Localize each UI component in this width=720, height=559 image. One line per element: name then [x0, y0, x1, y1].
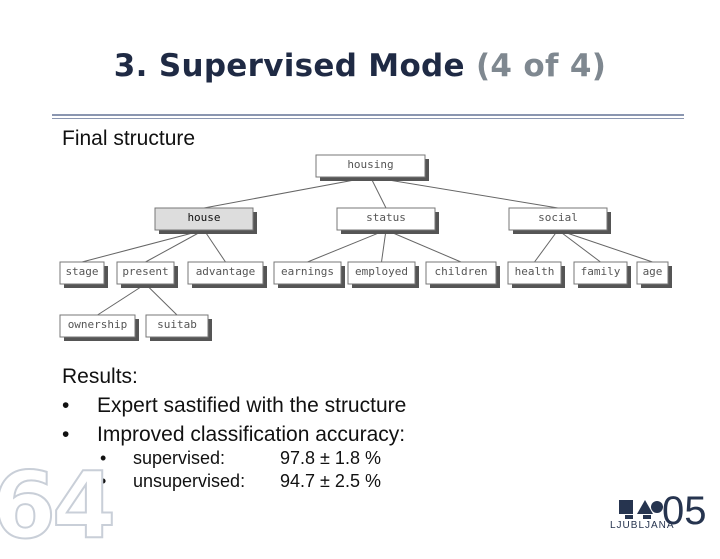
bullet-icon: • [62, 423, 70, 446]
tree-node-social: social [508, 207, 611, 234]
accuracy-value: 94.7 ± 2.5 % [280, 471, 381, 491]
tree-node-label: earnings [281, 265, 334, 278]
tree-edge-present-ownership [97, 283, 146, 316]
tree-edge-house-stage [81, 229, 205, 263]
result-text: Improved classification accuracy: [97, 423, 406, 446]
bullet-icon: • [100, 448, 107, 468]
accuracy-row-unsupervised: • unsupervised: 94.7 ± 2.5 % [100, 470, 381, 493]
diagram-caption: Final structure [62, 127, 196, 150]
tree-node-age: age [636, 261, 672, 288]
title-rule-thin [52, 118, 684, 119]
tree-node-employed: employed [347, 261, 419, 288]
tree-edge-housing-social [370, 176, 559, 209]
tree-edge-housing-house [203, 176, 371, 209]
tree-node-family: family [573, 261, 631, 288]
title-sub: (4 of 4) [475, 48, 607, 84]
tree-node-advantage: advantage [187, 261, 267, 288]
result-bullet-1: • Expert sastified with the structure [62, 391, 406, 420]
tree-edge-house-present [145, 229, 205, 263]
tree-node-status: status [336, 207, 439, 234]
tree-node-label: stage [65, 265, 98, 278]
tree-node-label: present [122, 265, 168, 278]
hierarchy-diagram: housing house status social stage present adva… [59, 154, 672, 341]
accuracy-value: 97.8 ± 1.8 % [280, 448, 381, 468]
accuracy-label: unsupervised: [133, 471, 246, 491]
logo-year: 05 [662, 489, 707, 533]
tree-node-label: age [643, 265, 663, 278]
tree-node-children: children [425, 261, 500, 288]
tree-node-suitab: suitab [145, 314, 212, 341]
tree-node-label: family [581, 265, 621, 278]
tree-nodes: housing house status social stage present adva… [59, 154, 672, 341]
tree-edge-status-children [385, 229, 462, 263]
tree-node-earnings: earnings [273, 261, 345, 288]
tree-node-label: status [366, 211, 406, 224]
tree-node-label: housing [347, 158, 393, 171]
tree-node-stage: stage [59, 261, 108, 288]
conference-logo-icon [619, 500, 663, 519]
results-heading: Results: [62, 365, 138, 388]
accuracy-label: supervised: [133, 448, 226, 468]
bullet-icon: • [100, 471, 107, 491]
tree-edge-status-employed [381, 229, 387, 263]
tree-node-ownership: ownership [59, 314, 139, 341]
tree-edge-social-age [557, 229, 653, 263]
tree-node-label: employed [355, 265, 408, 278]
title-rule [52, 114, 684, 116]
tree-node-label: health [515, 265, 555, 278]
tree-node-label: children [435, 265, 488, 278]
tree-node-present: present [116, 261, 178, 288]
tree-node-label: house [187, 211, 220, 224]
results-section: Results: • Expert sastified with the str… [62, 362, 406, 449]
tree-node-label: ownership [68, 318, 128, 331]
tree-node-housing: housing [315, 154, 429, 181]
bullet-icon: • [62, 394, 70, 417]
result-text: Expert sastified with the structure [97, 394, 407, 417]
slide-title: 3. Supervised Mode (4 of 4) [0, 48, 720, 84]
tree-node-label: suitab [157, 318, 197, 331]
slide-number: 64 [0, 451, 117, 559]
tree-edge-housing-status [370, 176, 387, 209]
accuracy-list: • supervised: 97.8 ± 1.8 % • unsupervise… [100, 447, 381, 493]
title-main: 3. Supervised Mode [113, 48, 465, 84]
result-bullet-2: • Improved classification accuracy: [62, 420, 406, 449]
tree-edges [81, 176, 653, 316]
tree-node-label: social [538, 211, 578, 224]
tree-edge-social-family [557, 229, 601, 263]
tree-node-health: health [507, 261, 565, 288]
tree-edge-status-earnings [307, 229, 387, 263]
tree-node-label: advantage [196, 265, 256, 278]
tree-edge-social-health [534, 229, 559, 263]
tree-node-house: house [154, 207, 257, 234]
tree-edge-present-suitab [145, 283, 178, 316]
tree-edge-house-advantage [203, 229, 226, 263]
logo-text: LJUBLJANA [610, 520, 675, 531]
accuracy-row-supervised: • supervised: 97.8 ± 1.8 % [100, 447, 381, 470]
